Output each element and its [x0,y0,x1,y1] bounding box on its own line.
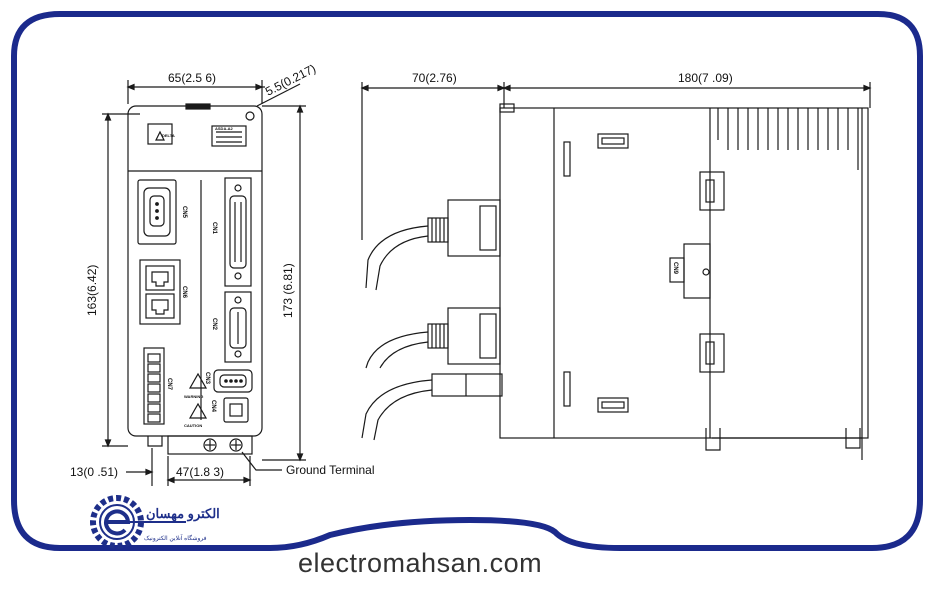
dim-bottom-mid: 47(1.8 3) [176,465,224,479]
dim-front-offset: 5.5(0.217) [263,61,318,98]
rating-mark: ASDA-A2 [215,126,234,131]
ground-terminal-label: Ground Terminal [286,463,375,477]
cn3-label: CN3 [204,372,210,385]
logo-title: الکترو مهسان [146,506,220,522]
dim-bottom-left: 13(0 .51) [70,465,118,479]
caution-mark: CAUTION [184,423,202,428]
dim-front-height-right: 173 (6.81) [281,263,295,318]
warning-mark: WARNING [184,394,203,399]
site-watermark: electromahsan.com [298,548,542,578]
cn9-label: CN9 [672,262,678,275]
cn4-label: CN4 [210,400,216,413]
cn5-label: CN5 [181,206,187,219]
dim-front-height-left: 163(6.42) [85,265,99,316]
cn1-label: CN1 [211,222,217,235]
cn7-label: CN7 [166,378,172,391]
outer-frame [11,11,923,551]
dim-front-width: 65(2.5 6) [168,71,216,85]
cn2-label: CN2 [211,318,217,331]
dim-side-depth: 180(7 .09) [678,71,733,85]
side-view [360,82,872,460]
dim-side-connector-depth: 70(2.76) [412,71,457,85]
cn6-label: CN6 [181,286,187,299]
front-view [102,80,306,486]
company-logo: الکترو مهسان فروشگاه آنلاین الکترونیک [90,495,220,549]
logo-subtitle: فروشگاه آنلاین الکترونیک [144,534,207,542]
brand-mark: DELTA [162,133,175,138]
